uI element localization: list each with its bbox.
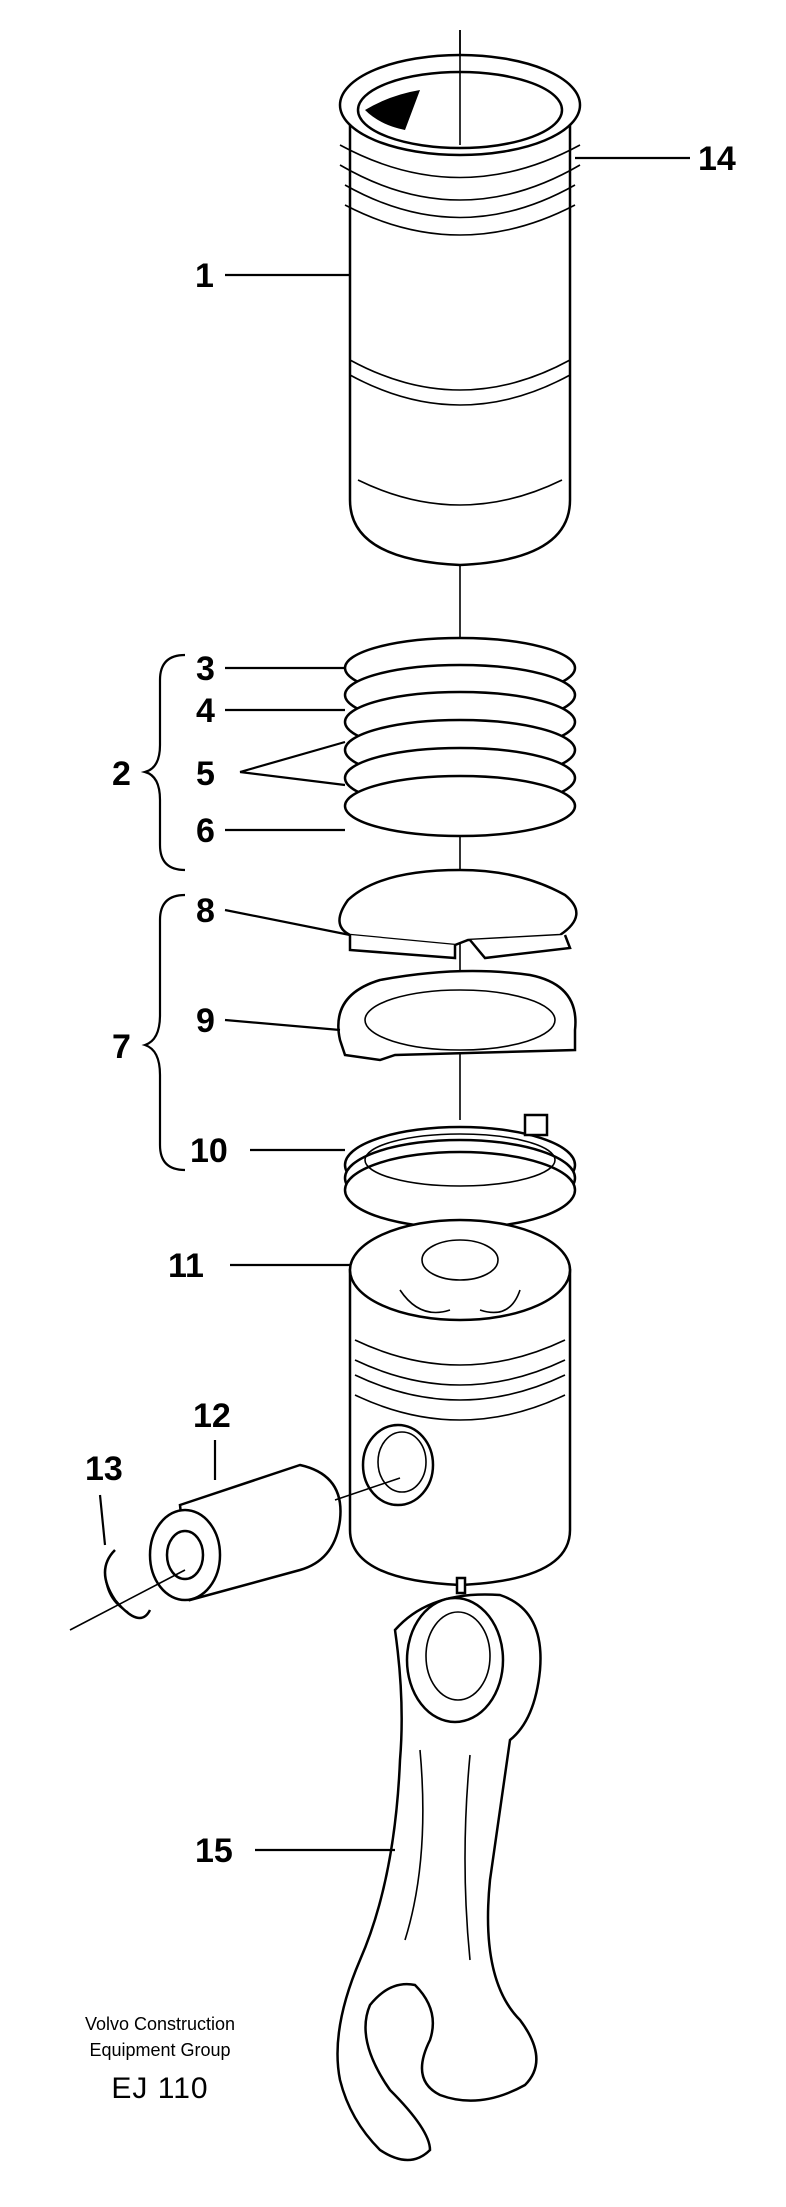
ring-9: [337, 969, 577, 1062]
callout-7: 7: [112, 1028, 131, 1066]
callout-1: 1: [195, 257, 214, 295]
circlip: [69, 1549, 186, 1631]
piston-ring-set: [343, 636, 577, 838]
ring-8: [338, 868, 578, 960]
group-braces: [140, 653, 186, 1172]
callout-10: 10: [190, 1132, 228, 1170]
callout-6: 6: [196, 812, 215, 850]
publisher-footer: Volvo Construction Equipment Group EJ 11…: [85, 2014, 235, 2105]
piston-pin: [148, 1463, 401, 1602]
callout-15: 15: [195, 1832, 233, 1870]
callout-14: 14: [698, 140, 736, 178]
callout-13: 13: [85, 1450, 123, 1488]
callout-2: 2: [112, 755, 131, 793]
callout-labels: 1 14 2 3 4 5 6 7 8 9 10 11 12 13 15: [85, 140, 736, 1870]
piston: [348, 1218, 572, 1587]
callout-9: 9: [196, 1002, 215, 1040]
callout-11: 11: [168, 1247, 204, 1285]
cylinder-liner: [338, 30, 582, 567]
footer-line-2: Equipment Group: [89, 2040, 230, 2060]
callout-8: 8: [196, 892, 215, 930]
callout-4: 4: [196, 692, 215, 730]
leader-lines: [98, 156, 690, 1852]
figure-code: EJ 110: [111, 2072, 208, 2105]
connecting-rod: [336, 1576, 542, 2162]
callout-5: 5: [196, 755, 215, 793]
oil-ring-10: [343, 1113, 577, 1230]
callout-3: 3: [196, 650, 215, 688]
footer-line-1: Volvo Construction: [85, 2014, 235, 2034]
callout-12: 12: [193, 1397, 231, 1435]
